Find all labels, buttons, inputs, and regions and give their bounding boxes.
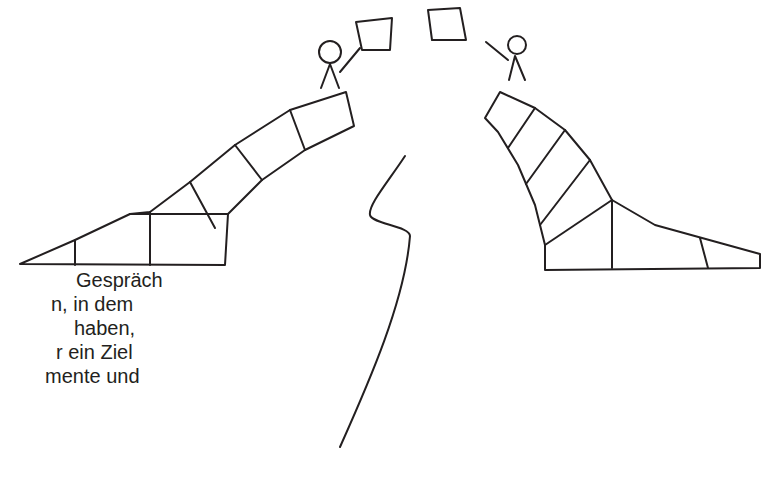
text-line: mente und — [44, 364, 141, 388]
text-line: haben, — [73, 316, 136, 340]
text-line: n, in dem — [50, 292, 134, 316]
right-figure — [428, 8, 526, 80]
text-line: r ein Ziel — [55, 340, 134, 364]
crack-line — [340, 156, 410, 447]
right-bridge-half — [485, 92, 760, 270]
left-figure — [319, 18, 392, 88]
left-bridge-half — [20, 92, 354, 265]
text-line: Gespräch — [75, 268, 164, 292]
